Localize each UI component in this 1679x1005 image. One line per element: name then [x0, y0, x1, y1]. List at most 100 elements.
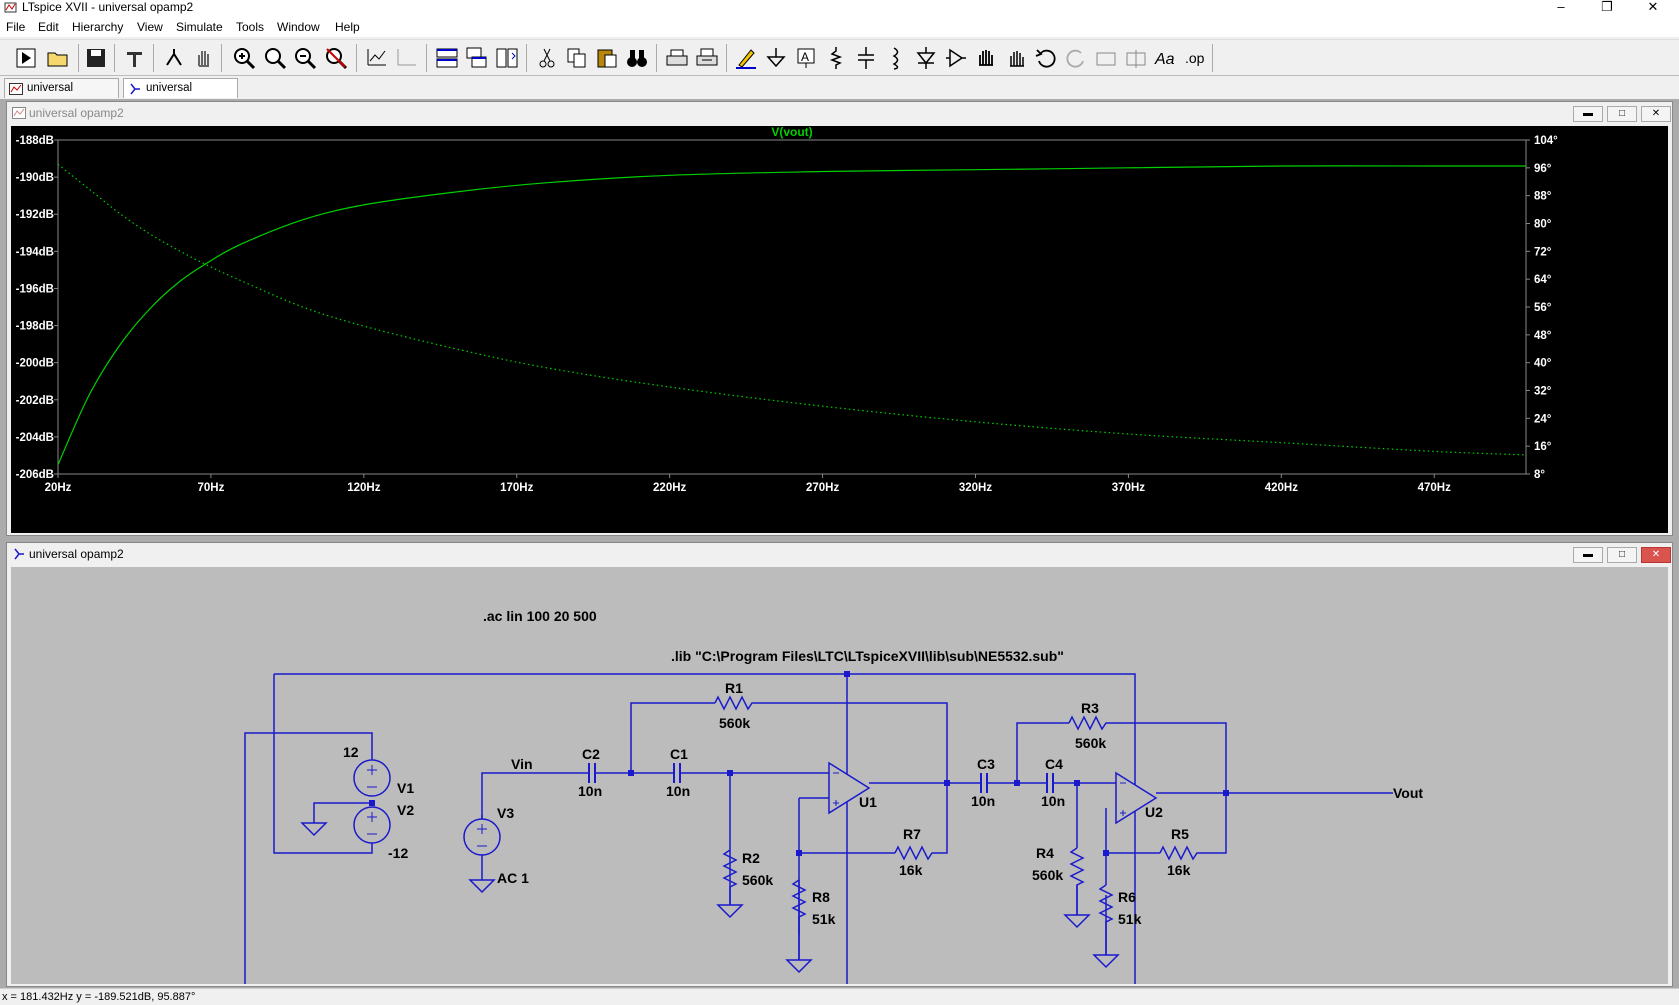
y-right-tick-label: 40°	[1534, 358, 1552, 370]
draw-wire-pencil-icon[interactable]	[733, 45, 759, 71]
schematic-minimize-button[interactable]: ▬	[1573, 547, 1603, 563]
x-tick-label: 470Hz	[1418, 482, 1451, 494]
menu-window[interactable]: Window	[277, 20, 320, 34]
zoom-area-icon[interactable]	[262, 45, 288, 71]
redo-icon[interactable]	[1063, 45, 1089, 71]
component-icon[interactable]	[943, 45, 969, 71]
undo-icon[interactable]	[1033, 45, 1059, 71]
x-tick-label: 170Hz	[500, 482, 533, 494]
cut-scissors-icon[interactable]	[534, 45, 560, 71]
text-icon[interactable]: Aa	[1153, 45, 1179, 71]
open-folder-icon[interactable]	[45, 45, 71, 71]
title-bar: LTspice XVII - universal opamp2 – ❐ ✕	[0, 0, 1679, 17]
y-right-tick-label: 56°	[1534, 302, 1552, 314]
zoom-in-icon[interactable]	[231, 45, 257, 71]
value-r1: 560k	[719, 715, 750, 731]
value-r5: 16k	[1167, 862, 1191, 878]
y-right-tick-label: 80°	[1534, 219, 1552, 231]
mirror-icon[interactable]	[1123, 45, 1149, 71]
schematic-maximize-button[interactable]: □	[1607, 547, 1637, 563]
zoom-fit-icon[interactable]	[323, 45, 349, 71]
schematic-icon	[130, 83, 140, 95]
tile-vertical-icon[interactable]	[494, 45, 520, 71]
inductor-icon[interactable]	[883, 45, 909, 71]
cascade-windows-icon[interactable]	[464, 45, 490, 71]
zoom-out-icon[interactable]	[292, 45, 318, 71]
value-r3: 560k	[1075, 735, 1106, 751]
y-left-tick-label: -206dB	[16, 469, 54, 481]
status-bar: x = 181.432Hz y = -189.521dB, 95.887°	[0, 988, 1679, 1005]
schematic-canvas[interactable]: .ac lin 100 20 500 .lib "C:\Program File…	[11, 567, 1668, 984]
print-icon[interactable]	[694, 45, 720, 71]
y-left-tick-label: -204dB	[16, 432, 54, 444]
y-right-tick-label: 16°	[1534, 441, 1552, 453]
lib-directive: .lib "C:\Program Files\LTC\LTspiceXVII\l…	[671, 648, 1064, 664]
label-r5: R5	[1171, 826, 1189, 842]
y-left-tick-label: -196dB	[16, 283, 54, 295]
waveform-window-title: universal opamp2	[29, 106, 124, 120]
label-net-icon[interactable]: A	[793, 45, 819, 71]
minimize-window-button[interactable]: –	[1557, 0, 1565, 14]
menu-bar: File Edit Hierarchy View Simulate Tools …	[0, 17, 1679, 37]
components	[300, 695, 1200, 974]
waveform-icon	[9, 83, 23, 95]
tab-schematic[interactable]: universal opamp2	[123, 78, 238, 113]
close-window-button[interactable]: ✕	[1647, 0, 1659, 14]
paste-icon[interactable]	[594, 45, 620, 71]
label-c3: C3	[977, 756, 995, 772]
label-r3: R3	[1081, 700, 1099, 716]
phase-trace	[57, 163, 1527, 456]
label-u2: U2	[1145, 804, 1163, 820]
label-r4: R4	[1036, 845, 1054, 861]
pan-hand-icon[interactable]	[191, 45, 217, 71]
schematic-window: universal opamp2 ▬ □ ✕	[6, 542, 1673, 987]
capacitor-icon[interactable]	[853, 45, 879, 71]
y-left-tick-label: -188dB	[16, 135, 54, 147]
menu-edit[interactable]: Edit	[38, 20, 59, 34]
y-right-tick-label: 64°	[1534, 274, 1552, 286]
run-icon[interactable]	[13, 45, 39, 71]
control-panel-hammer-icon[interactable]	[122, 45, 148, 71]
find-binoculars-icon[interactable]	[624, 45, 650, 71]
menu-file[interactable]: File	[6, 20, 26, 34]
menu-simulate[interactable]: Simulate	[176, 20, 223, 34]
value-r4: 560k	[1032, 867, 1063, 883]
label-r2: R2	[742, 850, 760, 866]
menu-help[interactable]: Help	[335, 20, 360, 34]
save-icon[interactable]	[83, 45, 109, 71]
autorange-icon[interactable]	[364, 45, 390, 71]
menu-tools[interactable]: Tools	[236, 20, 265, 34]
delete-traces-icon[interactable]	[394, 45, 420, 71]
copy-icon[interactable]	[564, 45, 590, 71]
wires	[244, 673, 1393, 984]
value-v1: 12	[343, 744, 359, 760]
diode-icon[interactable]	[913, 45, 939, 71]
spice-directive-icon[interactable]: .op	[1183, 45, 1209, 71]
print-setup-icon[interactable]	[664, 45, 690, 71]
polarity-marks	[367, 765, 1126, 847]
menu-hierarchy[interactable]: Hierarchy	[72, 20, 124, 34]
move-hand-icon[interactable]	[973, 45, 999, 71]
resistor-icon[interactable]	[823, 45, 849, 71]
ground-icon[interactable]	[763, 45, 789, 71]
waveform-close-button[interactable]: ✕	[1641, 106, 1671, 122]
tab-waveform[interactable]: universal opamp2	[4, 78, 119, 113]
menu-view[interactable]: View	[137, 20, 163, 34]
schematic-close-button[interactable]: ✕	[1641, 547, 1671, 563]
y-left-tick-label: -198dB	[16, 321, 54, 333]
waveform-minimize-button[interactable]: ▬	[1573, 106, 1603, 122]
x-tick-label: 70Hz	[197, 482, 224, 494]
waveform-maximize-button[interactable]: □	[1607, 106, 1637, 122]
rotate-icon[interactable]	[1093, 45, 1119, 71]
y-left-tick-label: -190dB	[16, 172, 54, 184]
y-left-tick-label: -194dB	[16, 246, 54, 258]
x-tick-label: 270Hz	[806, 482, 839, 494]
run-probe-icon[interactable]	[161, 45, 187, 71]
drag-hand-icon[interactable]	[1003, 45, 1029, 71]
restore-window-button[interactable]: ❐	[1601, 0, 1613, 14]
waveform-window-titlebar[interactable]: universal opamp2 ▬ □ ✕	[7, 102, 1672, 124]
tile-horizontal-icon[interactable]	[434, 45, 460, 71]
label-c4: C4	[1045, 756, 1063, 772]
schematic-window-titlebar[interactable]: universal opamp2 ▬ □ ✕	[7, 543, 1672, 565]
